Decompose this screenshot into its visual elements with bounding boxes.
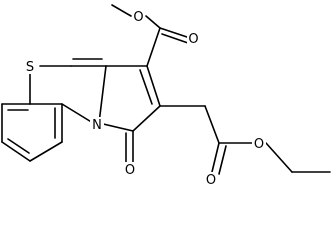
bond-ester-c-o — [211, 142, 220, 173]
atom-o-methoxy: O — [132, 9, 145, 25]
bond-carbonyl-ring — [146, 27, 161, 67]
atom-o-ethoxy-label: O — [254, 137, 264, 152]
atom-o-ethoxy: O — [252, 136, 266, 152]
bond-c3-c4-double — [139, 69, 153, 105]
bond-c5-n — [98, 122, 134, 132]
bond-ester-c-o-double — [218, 145, 227, 175]
atom-s-label: S — [26, 60, 34, 75]
bond-n-benzo — [61, 103, 94, 124]
atom-s: S — [23, 59, 37, 75]
atom-o-carbonyl-methyl-ester: O — [187, 31, 200, 47]
bond-ch2-ester-c — [204, 105, 220, 144]
atom-n: N — [90, 117, 104, 133]
bond-carbonyl-double-o — [159, 27, 191, 39]
atom-o-methoxy-label: O — [133, 10, 143, 25]
bond-carbonyl-double-o-2 — [161, 33, 189, 44]
atom-o-carbonyl-ethyl-ester-label: O — [206, 173, 216, 188]
bond-c3-c4 — [146, 65, 161, 107]
structure-svg: O O S N O O O — [1, 4, 331, 188]
bond-benzo-4 — [1, 141, 31, 162]
molecule-diagram: O O S N O O O — [1, 4, 331, 188]
bond-c4-c5 — [132, 105, 161, 132]
bond-methyl-o — [111, 4, 132, 17]
bond-n-c2 — [98, 65, 107, 124]
atom-n-label: N — [92, 118, 102, 133]
atom-o-carbonyl-methyl-ester-label: O — [188, 32, 198, 47]
atom-o-lactam-label: O — [125, 163, 135, 178]
bonds — [1, 4, 331, 175]
bond-benzo-3 — [29, 141, 63, 162]
bond-o-ethyl — [265, 142, 293, 173]
atom-o-carbonyl-ethyl-ester: O — [204, 172, 218, 188]
bond-benzo-4-double — [7, 138, 30, 154]
bond-o-carbonyl — [145, 15, 161, 29]
atom-labels: O O S N O O O — [23, 9, 266, 188]
atom-o-lactam: O — [123, 162, 137, 178]
